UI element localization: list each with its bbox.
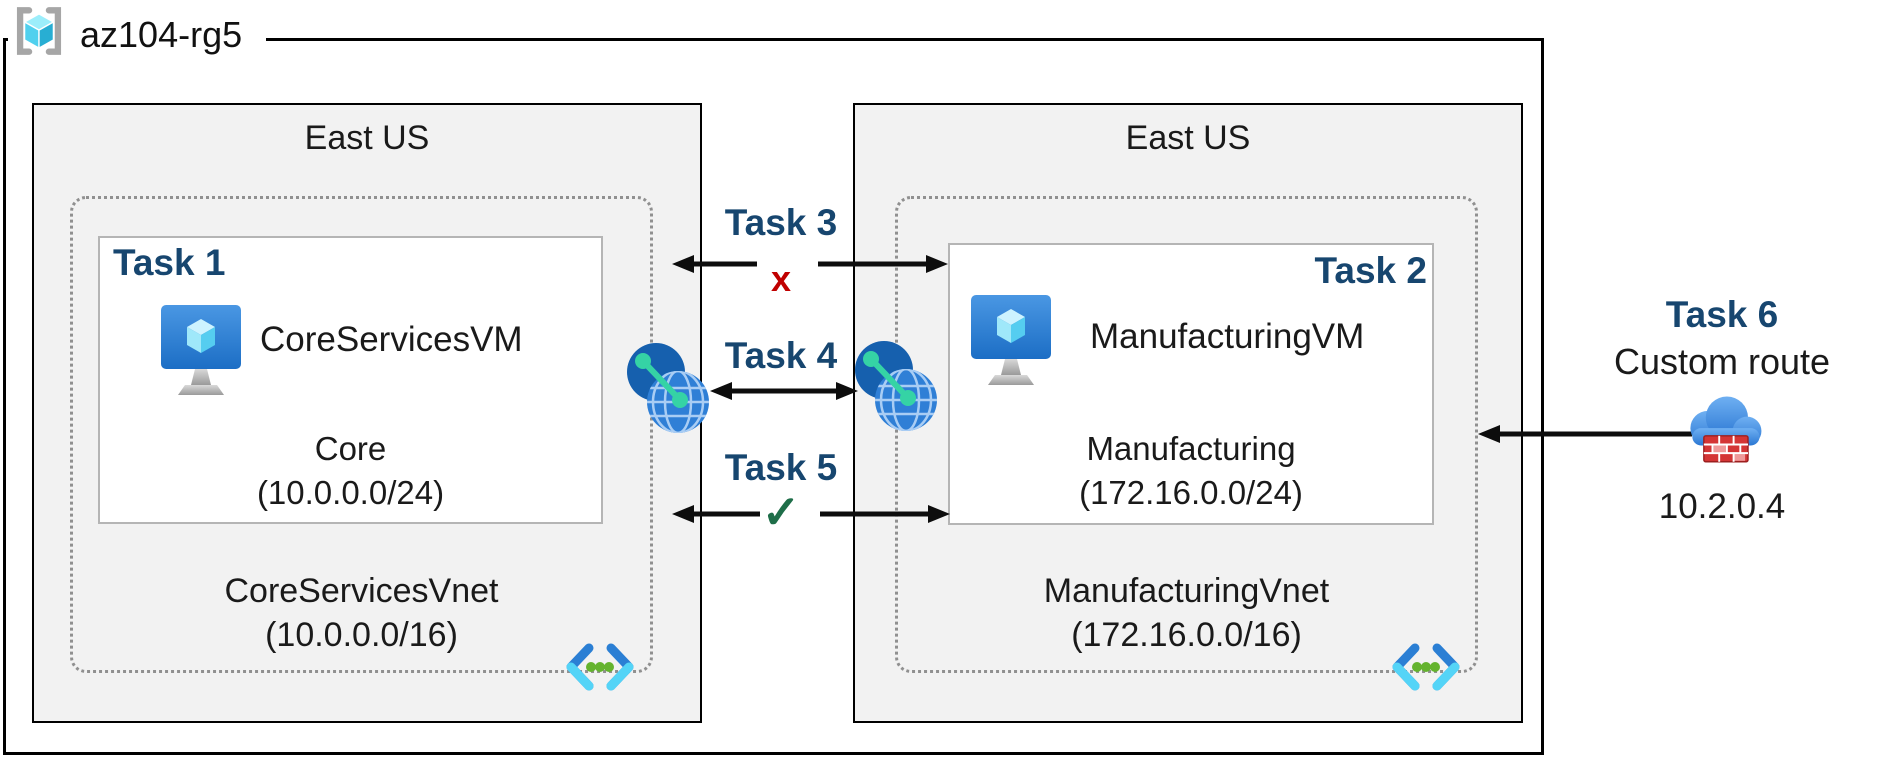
vnet-icon-manufacturing	[1391, 643, 1461, 696]
subnet-manufacturing-cidr: (172.16.0.0/24)	[1079, 473, 1303, 511]
region-title-left: East US	[304, 119, 430, 157]
task4-label: Task 4	[724, 335, 838, 376]
subnet-box-manufacturing	[948, 243, 1434, 525]
task6-nva-ip: 10.2.0.4	[1658, 487, 1786, 526]
task3-blocked-mark: x	[770, 258, 792, 299]
peering-icon-right	[854, 340, 940, 441]
vnet-box-manufacturing	[895, 196, 1478, 673]
vm-icon-manufacturing	[970, 293, 1052, 398]
region-title-right: East US	[1125, 119, 1251, 157]
vm-icon-core	[160, 303, 242, 408]
resource-group-name: az104-rg5	[80, 14, 243, 55]
task6-description: Custom route	[1613, 341, 1831, 382]
task2-label: Task 2	[1314, 250, 1427, 291]
vnet-core-cidr: (10.0.0.0/16)	[265, 616, 458, 655]
task5-label: Task 5	[724, 447, 838, 488]
vnet-icon-core	[565, 643, 635, 696]
subnet-manufacturing-text: Manufacturing (172.16.0.0/24)	[948, 427, 1434, 514]
resource-group-box	[3, 38, 1544, 755]
peering-icon-left	[626, 342, 712, 443]
resource-group-icon	[12, 2, 66, 69]
subnet-manufacturing-name: Manufacturing	[1086, 430, 1296, 467]
subnet-core-text: Core (10.0.0.0/24)	[98, 427, 603, 514]
subnet-box-core	[98, 236, 603, 524]
task1-label: Task 1	[113, 242, 226, 283]
vm-name-manufacturing: ManufacturingVM	[1090, 317, 1365, 356]
vnet-box-core	[70, 196, 653, 673]
nva-cloud-firewall-icon	[1676, 391, 1772, 478]
vnet-manufacturing-text: ManufacturingVnet (172.16.0.0/16)	[895, 569, 1478, 657]
subnet-core-name: Core	[314, 430, 387, 467]
task6-label: Task 6	[1665, 294, 1779, 335]
task5-allowed-mark: ✓	[761, 486, 801, 538]
vnet-core-text: CoreServicesVnet (10.0.0.0/16)	[70, 569, 653, 657]
task3-label: Task 3	[724, 202, 838, 243]
vnet-core-name: CoreServicesVnet	[224, 572, 499, 610]
vm-name-core: CoreServicesVM	[260, 320, 523, 359]
vnet-manufacturing-name: ManufacturingVnet	[1043, 572, 1330, 610]
vnet-manufacturing-cidr: (172.16.0.0/16)	[1071, 616, 1302, 655]
resource-group-label: az104-rg5	[8, 2, 267, 69]
subnet-core-cidr: (10.0.0.0/24)	[256, 473, 445, 511]
